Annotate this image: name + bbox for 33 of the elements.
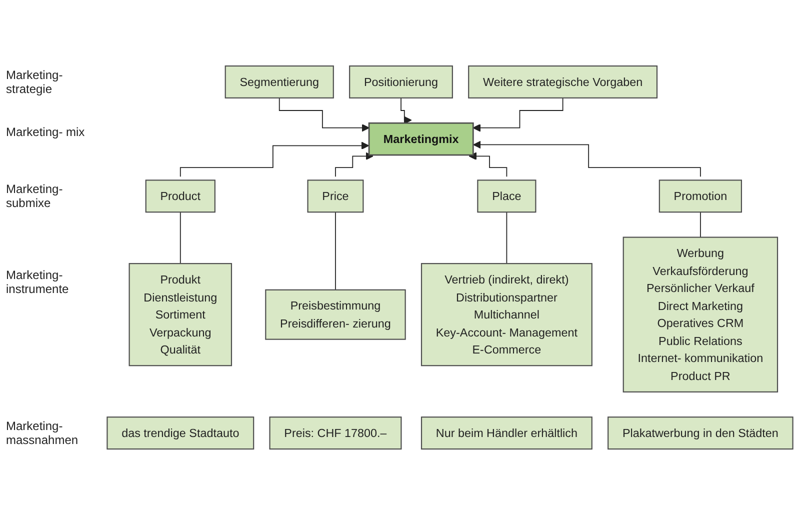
node-box (269, 416, 402, 450)
node-box (145, 180, 216, 213)
arrow (278, 97, 370, 132)
node-box (224, 65, 334, 98)
row-label: Marketing- massnahmen (6, 419, 80, 448)
node-box (106, 416, 254, 450)
node-box (608, 416, 794, 450)
arrow (180, 142, 370, 178)
node-box (265, 289, 406, 340)
node-box (128, 263, 232, 366)
node-box (307, 180, 364, 213)
connector (506, 212, 508, 264)
row-label: Marketing- submixe (6, 182, 64, 210)
row-label: Marketing- instrumente (6, 268, 70, 296)
node-box (468, 65, 658, 98)
node-box (622, 236, 778, 392)
node-box (658, 180, 742, 213)
node-box (349, 65, 453, 98)
connector (335, 212, 336, 290)
node-box (420, 416, 592, 450)
arrow (473, 140, 701, 178)
row-label: Marketing- mix (6, 125, 86, 140)
connector (700, 212, 701, 238)
node-box (477, 180, 536, 213)
arrow (335, 152, 374, 178)
row-label: Marketing- strategie (6, 68, 64, 96)
arrow (468, 152, 508, 178)
node-box (368, 122, 474, 156)
connector (180, 212, 181, 264)
node-box (420, 263, 592, 366)
arrow (400, 97, 412, 124)
arrow (472, 97, 564, 132)
flowchart: Segmentierung Positionierung Weitere strategische Vorgaben Marketingmix Product Price Place Promotion Produkt Dienstleistung Sortiment Verpackung Qualität Preisbestimmung Preisdifferen- zierung Vertrieb (indirekt, direkt) Distributionspartner Multichannel Key-Account- Management E-Commerce Werbung Verkaufsförderung Persönlicher Verkauf Direct Marketing Operatives CRM Public Relations Internet- kommunikation Product PR das trendige Stadtauto Preis: CHF 17800.– Nur beim Händler erhältlich Plakatwerbung in den Städten (100, 2, 800, 513)
